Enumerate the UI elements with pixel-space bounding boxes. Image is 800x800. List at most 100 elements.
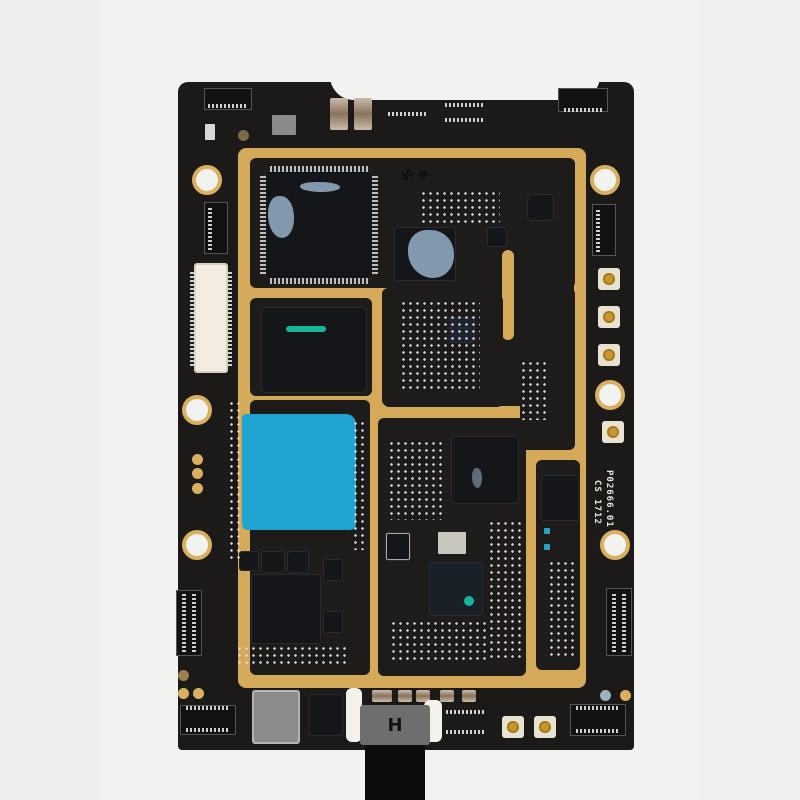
teal-marker-line xyxy=(286,326,326,332)
silkscreen-part-number: P02666.01 xyxy=(604,470,614,528)
smd-passive-cluster xyxy=(352,420,366,550)
board-notch-right-mid xyxy=(595,380,625,410)
test-pad xyxy=(600,690,611,701)
smd-passive-cluster xyxy=(520,360,550,420)
board-notch-right-low xyxy=(600,530,630,560)
small-ic xyxy=(488,228,506,246)
ribbon-connector-label: H xyxy=(387,714,403,736)
smd-passive-cluster xyxy=(388,440,444,520)
connector-pins xyxy=(208,206,212,250)
left-lower-connector xyxy=(176,590,202,656)
white-board-to-board-connector xyxy=(194,263,228,373)
thermal-paste-residue xyxy=(300,182,340,192)
test-pad xyxy=(192,483,203,494)
power-regulator-ic xyxy=(310,695,342,735)
small-ic xyxy=(386,533,410,560)
small-ic xyxy=(240,552,258,570)
smd-component xyxy=(205,124,215,140)
thermal-paste-residue xyxy=(408,230,454,278)
mounting-hole xyxy=(238,130,249,141)
ribbon-cable xyxy=(365,738,425,800)
smd-passive-cluster xyxy=(400,300,480,390)
connector-pins xyxy=(446,730,486,734)
rf-connector-1 xyxy=(598,268,620,290)
connector-pins xyxy=(612,592,616,652)
connector-pins xyxy=(228,270,232,366)
rf-connector-3 xyxy=(598,344,620,366)
board-notch-right-top xyxy=(590,165,620,195)
board-notch-left-mid xyxy=(182,395,212,425)
connector-pins xyxy=(208,104,248,108)
handwritten-marks: ✠ ✵ xyxy=(400,168,428,184)
capacitor xyxy=(354,98,372,130)
connector-pins xyxy=(445,118,485,122)
connector-pins xyxy=(564,108,602,112)
capacitor xyxy=(462,690,476,702)
capacitor xyxy=(398,690,412,702)
capacitor xyxy=(372,690,392,702)
smd-passive-cluster xyxy=(236,645,346,667)
background-left xyxy=(0,0,100,800)
thermal-paste-residue xyxy=(268,196,294,238)
test-pad xyxy=(193,688,204,699)
mounting-hole xyxy=(178,670,189,681)
connector-pins xyxy=(186,706,230,710)
test-pad xyxy=(620,690,631,701)
crystal-oscillator xyxy=(438,532,466,554)
connector-pins xyxy=(622,592,626,652)
silkscreen-date-code: CS 1712 xyxy=(592,480,602,525)
small-ic xyxy=(262,552,284,572)
capacitor xyxy=(416,690,430,702)
connector-pins xyxy=(596,208,600,252)
ribbon-cable-connector: H xyxy=(360,705,430,745)
small-ic xyxy=(542,476,578,520)
test-pad xyxy=(178,688,189,699)
blue-thermal-pad xyxy=(242,414,356,530)
smd-passive-cluster xyxy=(228,400,242,560)
rf-connector-bottom-2 xyxy=(534,716,556,738)
capacitor xyxy=(330,98,348,130)
blue-smd-component xyxy=(544,544,550,550)
board-notch-left-low xyxy=(182,530,212,560)
connector-pins xyxy=(190,270,194,366)
processor-pins-top xyxy=(270,166,368,172)
board-notch-left-top xyxy=(192,165,222,195)
board-top-cutout xyxy=(330,76,600,100)
capacitor xyxy=(440,690,454,702)
small-ic xyxy=(288,552,308,572)
rf-connector-bottom-1 xyxy=(502,716,524,738)
teal-marker-dot xyxy=(464,596,474,606)
connector-pins xyxy=(182,594,186,652)
connector-pins xyxy=(446,710,486,714)
thermal-paste-residue xyxy=(472,468,482,488)
smd-passive-cluster xyxy=(420,190,500,225)
rf-connector-2 xyxy=(598,306,620,328)
right-lower-connector xyxy=(606,588,632,656)
processor-pins-left xyxy=(260,176,266,274)
bga-chip-lower-left xyxy=(252,575,320,643)
smd-passive-cluster xyxy=(548,560,576,660)
connector-pins xyxy=(388,112,428,116)
connector-pins xyxy=(192,594,196,652)
blue-smd-component xyxy=(544,528,550,534)
smd-passive-cluster xyxy=(390,620,490,660)
connector-pins xyxy=(576,729,620,733)
processor-pins-right xyxy=(372,176,378,274)
test-pad xyxy=(192,468,203,479)
background-right xyxy=(700,0,800,800)
connector-pins xyxy=(186,728,230,732)
small-ic xyxy=(528,195,553,220)
power-inductor xyxy=(252,690,300,744)
test-pad xyxy=(192,454,203,465)
smd-passive-cluster xyxy=(488,520,524,660)
processor-pins-bottom xyxy=(270,278,368,284)
small-ic xyxy=(324,612,342,632)
power-module-chip xyxy=(262,308,366,392)
connector-pins xyxy=(445,103,485,107)
connector-pins xyxy=(576,706,620,710)
bga-chip-lower-center xyxy=(430,563,482,615)
qr-code-label xyxy=(272,115,296,135)
bga-chip-center xyxy=(452,437,518,503)
gold-trace-divider xyxy=(502,250,514,340)
small-ic xyxy=(324,560,342,580)
